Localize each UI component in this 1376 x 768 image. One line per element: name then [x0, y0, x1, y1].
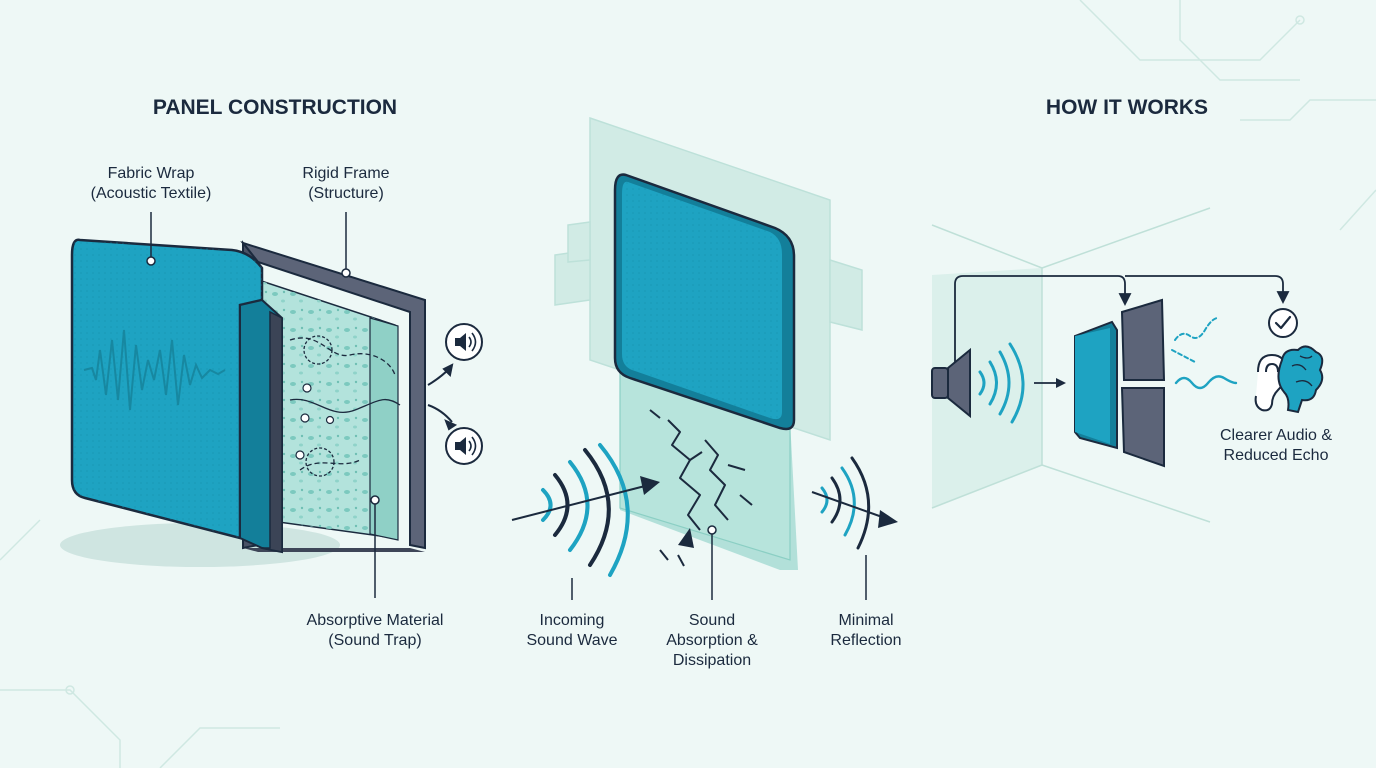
- reflection-waves: [820, 456, 871, 550]
- callout-lines-left: [146, 212, 380, 598]
- dissipation-arrow-head: [678, 528, 694, 548]
- dissipation-sublabel: Dissipation: [673, 652, 751, 669]
- diffused-waves: [1171, 317, 1238, 390]
- incoming-arrow: [511, 485, 646, 521]
- absorptive-material-sublabel: (Sound Trap): [328, 632, 421, 649]
- incoming-sound-waves: [541, 443, 630, 577]
- how-it-works-heading: HOW IT WORKS: [1046, 96, 1208, 119]
- reduced-echo-label: Reduced Echo: [1224, 447, 1329, 464]
- incoming-wave-label: Incoming: [540, 612, 605, 629]
- dissipation-cracks: [649, 409, 753, 567]
- reflection-arrow-head: [878, 510, 898, 528]
- speaker-icon: [445, 323, 483, 361]
- absorptive-material-label: Absorptive Material: [307, 612, 444, 629]
- reflection-arrow: [811, 491, 886, 519]
- sound-exit-arrows: [427, 363, 458, 431]
- fabric-wrap-panel: [70, 238, 283, 554]
- panel-construction-heading: PANEL CONSTRUCTION: [153, 96, 397, 119]
- room-corner-walls: [931, 207, 1211, 523]
- minimal-reflection-sublabel: Reflection: [830, 632, 901, 649]
- brain-icon: [1277, 345, 1324, 414]
- wall-panels-small: [1074, 298, 1166, 468]
- incoming-arrow-head: [640, 476, 660, 495]
- fabric-wrap-label: Fabric Wrap: [108, 165, 195, 182]
- callout-lines-center: [571, 525, 867, 600]
- minimal-reflection-label: Minimal: [838, 612, 893, 629]
- checkmark-icon: [1268, 308, 1298, 338]
- reflection-path-lines: [954, 275, 1290, 365]
- incoming-wave-sublabel: Sound Wave: [526, 632, 617, 649]
- fabric-wrap-sublabel: (Acoustic Textile): [91, 185, 212, 202]
- speaker-icon: [931, 342, 1025, 424]
- speaker-to-panel-arrow-head: [1056, 378, 1066, 388]
- center-acoustic-panel: [613, 173, 796, 431]
- absorption-sublabel: Absorption &: [666, 632, 758, 649]
- clearer-audio-label: Clearer Audio &: [1220, 427, 1332, 444]
- panel-shadow: [60, 523, 340, 567]
- rigid-frame-label: Rigid Frame: [302, 165, 389, 182]
- absorption-label: Sound: [689, 612, 735, 629]
- speaker-icon: [445, 427, 483, 465]
- rigid-frame-sublabel: (Structure): [308, 185, 384, 202]
